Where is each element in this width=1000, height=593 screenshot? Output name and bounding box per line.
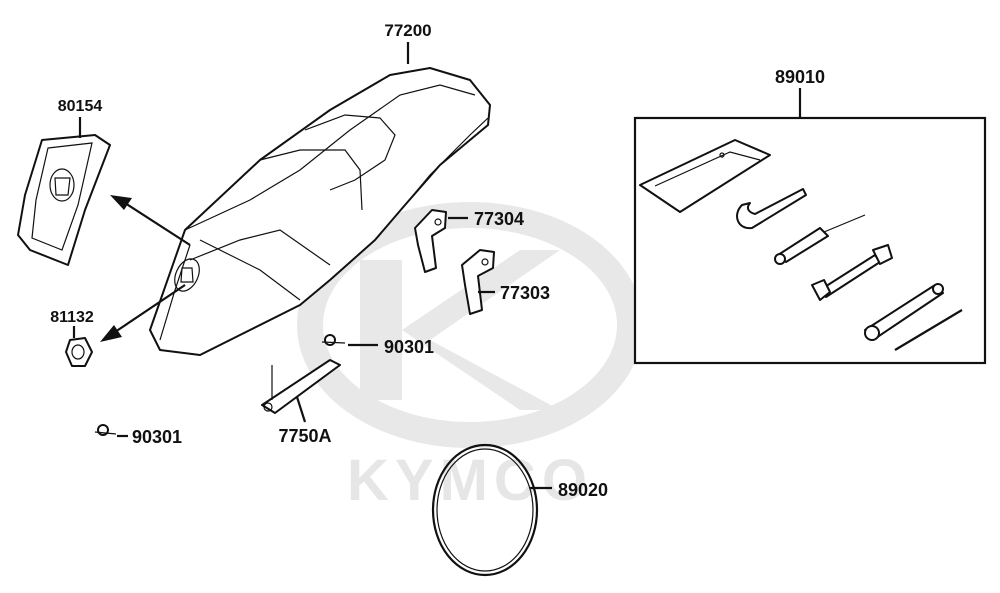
part-number-label: 89010 [775, 67, 825, 87]
assembly-arrows [100, 195, 191, 342]
part-number-label: 77304 [474, 209, 524, 229]
part-number-label: 77200 [384, 21, 431, 40]
part-number-label: 7750A [278, 426, 331, 446]
tool-kit-drawing [639, 139, 963, 351]
rear-cover-drawing [17, 134, 111, 266]
part-number-label: 81132 [50, 309, 94, 326]
part-number-label: 77303 [500, 283, 550, 303]
bolt-center-drawing [321, 334, 346, 346]
seat-drawing [149, 67, 491, 356]
part-number-label: 80154 [58, 98, 103, 115]
seal-band-drawing [431, 443, 539, 577]
part-number-label: 90301 [384, 337, 434, 357]
hook-upper-drawing [414, 209, 447, 273]
kymco-watermark-logo: KYMCO [297, 202, 643, 513]
watermark-brand: KYMCO [347, 448, 593, 513]
seat-lock-lever-drawing [261, 359, 341, 414]
hook-lower-drawing [461, 249, 495, 315]
part-number-label: 90301 [132, 427, 182, 447]
leader-7750A [295, 396, 307, 423]
bolt-left-drawing [94, 424, 117, 436]
part-number-label: 89020 [558, 480, 608, 500]
key-cap-drawing [65, 337, 93, 367]
